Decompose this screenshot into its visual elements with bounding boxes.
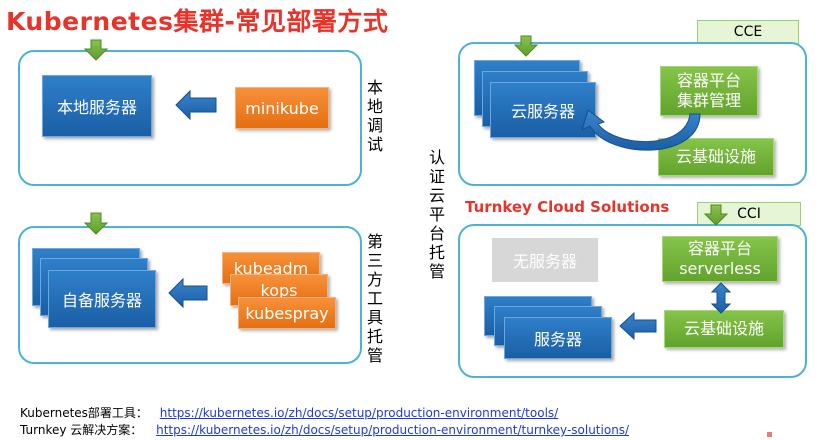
double-arrow-icon — [710, 282, 732, 314]
serverless-label: 无服务器 — [512, 252, 577, 271]
left-arrow-icon — [619, 311, 657, 341]
selfhosted-server-label: 自备服务器 — [61, 291, 142, 310]
footer-tools-label: Kubernetes部署工具： — [20, 406, 148, 420]
local-debug-label: 本地调试 — [366, 78, 383, 154]
cce-platform-label: 容器平台 集群管理 — [676, 71, 741, 110]
local-server-box: 本地服务器 — [42, 75, 152, 137]
kubeadm-label: kubeadm — [233, 258, 309, 278]
kubespray-label: kubespray — [245, 303, 329, 323]
kubespray-box: kubespray — [238, 297, 336, 329]
cci-tab-label: CCI — [737, 206, 761, 222]
tools-doc-link[interactable]: https://kubernetes.io/zh/docs/setup/prod… — [159, 406, 559, 420]
cce-platform-box: 容器平台 集群管理 — [660, 66, 758, 116]
turnkey-heading: Turnkey Cloud Solutions — [465, 198, 670, 216]
cci-infra-box: 云基础设施 — [664, 310, 784, 348]
minikube-label: minikube — [245, 98, 319, 118]
curved-arrow-icon — [581, 109, 701, 151]
cci-infra-label: 云基础设施 — [683, 319, 764, 338]
footer-row-tools: Kubernetes部署工具： https://kubernetes.io/zh… — [20, 404, 558, 421]
serverless-box: 无服务器 — [492, 238, 598, 282]
red-dot-icon — [767, 432, 772, 437]
down-arrow-icon — [703, 204, 729, 226]
cci-platform-label: 容器平台 serverless — [679, 239, 761, 278]
cci-platform-box: 容器平台 serverless — [662, 236, 778, 282]
left-arrow-icon — [168, 277, 208, 309]
local-server-label: 本地服务器 — [56, 98, 137, 117]
cce-tab-label: CCE — [733, 24, 763, 40]
down-arrow-icon — [83, 212, 109, 235]
minikube-box: minikube — [235, 87, 329, 129]
kops-label: kops — [260, 280, 298, 300]
left-arrow-icon — [175, 89, 217, 121]
cci-server-label: 服务器 — [533, 330, 582, 349]
cce-infra-label: 云基础设施 — [675, 147, 756, 166]
thirdparty-tool-label: 第三方工具托管 — [366, 232, 383, 365]
footer-turnkey-label: Turnkey 云解决方案： — [20, 423, 143, 437]
down-arrow-icon — [83, 39, 109, 61]
footer-row-turnkey: Turnkey 云解决方案： https://kubernetes.io/zh/… — [20, 421, 629, 438]
turnkey-doc-link[interactable]: https://kubernetes.io/zh/docs/setup/prod… — [156, 423, 630, 437]
certified-cloud-label: 认证云平台托管 — [428, 148, 445, 281]
cce-tab: CCE — [697, 20, 799, 44]
selfhosted-server-box: 自备服务器 — [48, 270, 156, 328]
page-title: Kubernetes集群-常见部署方式 — [6, 7, 389, 36]
cloud-server-box: 云服务器 — [490, 82, 596, 138]
cloud-server-label: 云服务器 — [510, 102, 575, 121]
cci-server-box: 服务器 — [504, 317, 612, 359]
down-arrow-icon — [513, 35, 539, 57]
